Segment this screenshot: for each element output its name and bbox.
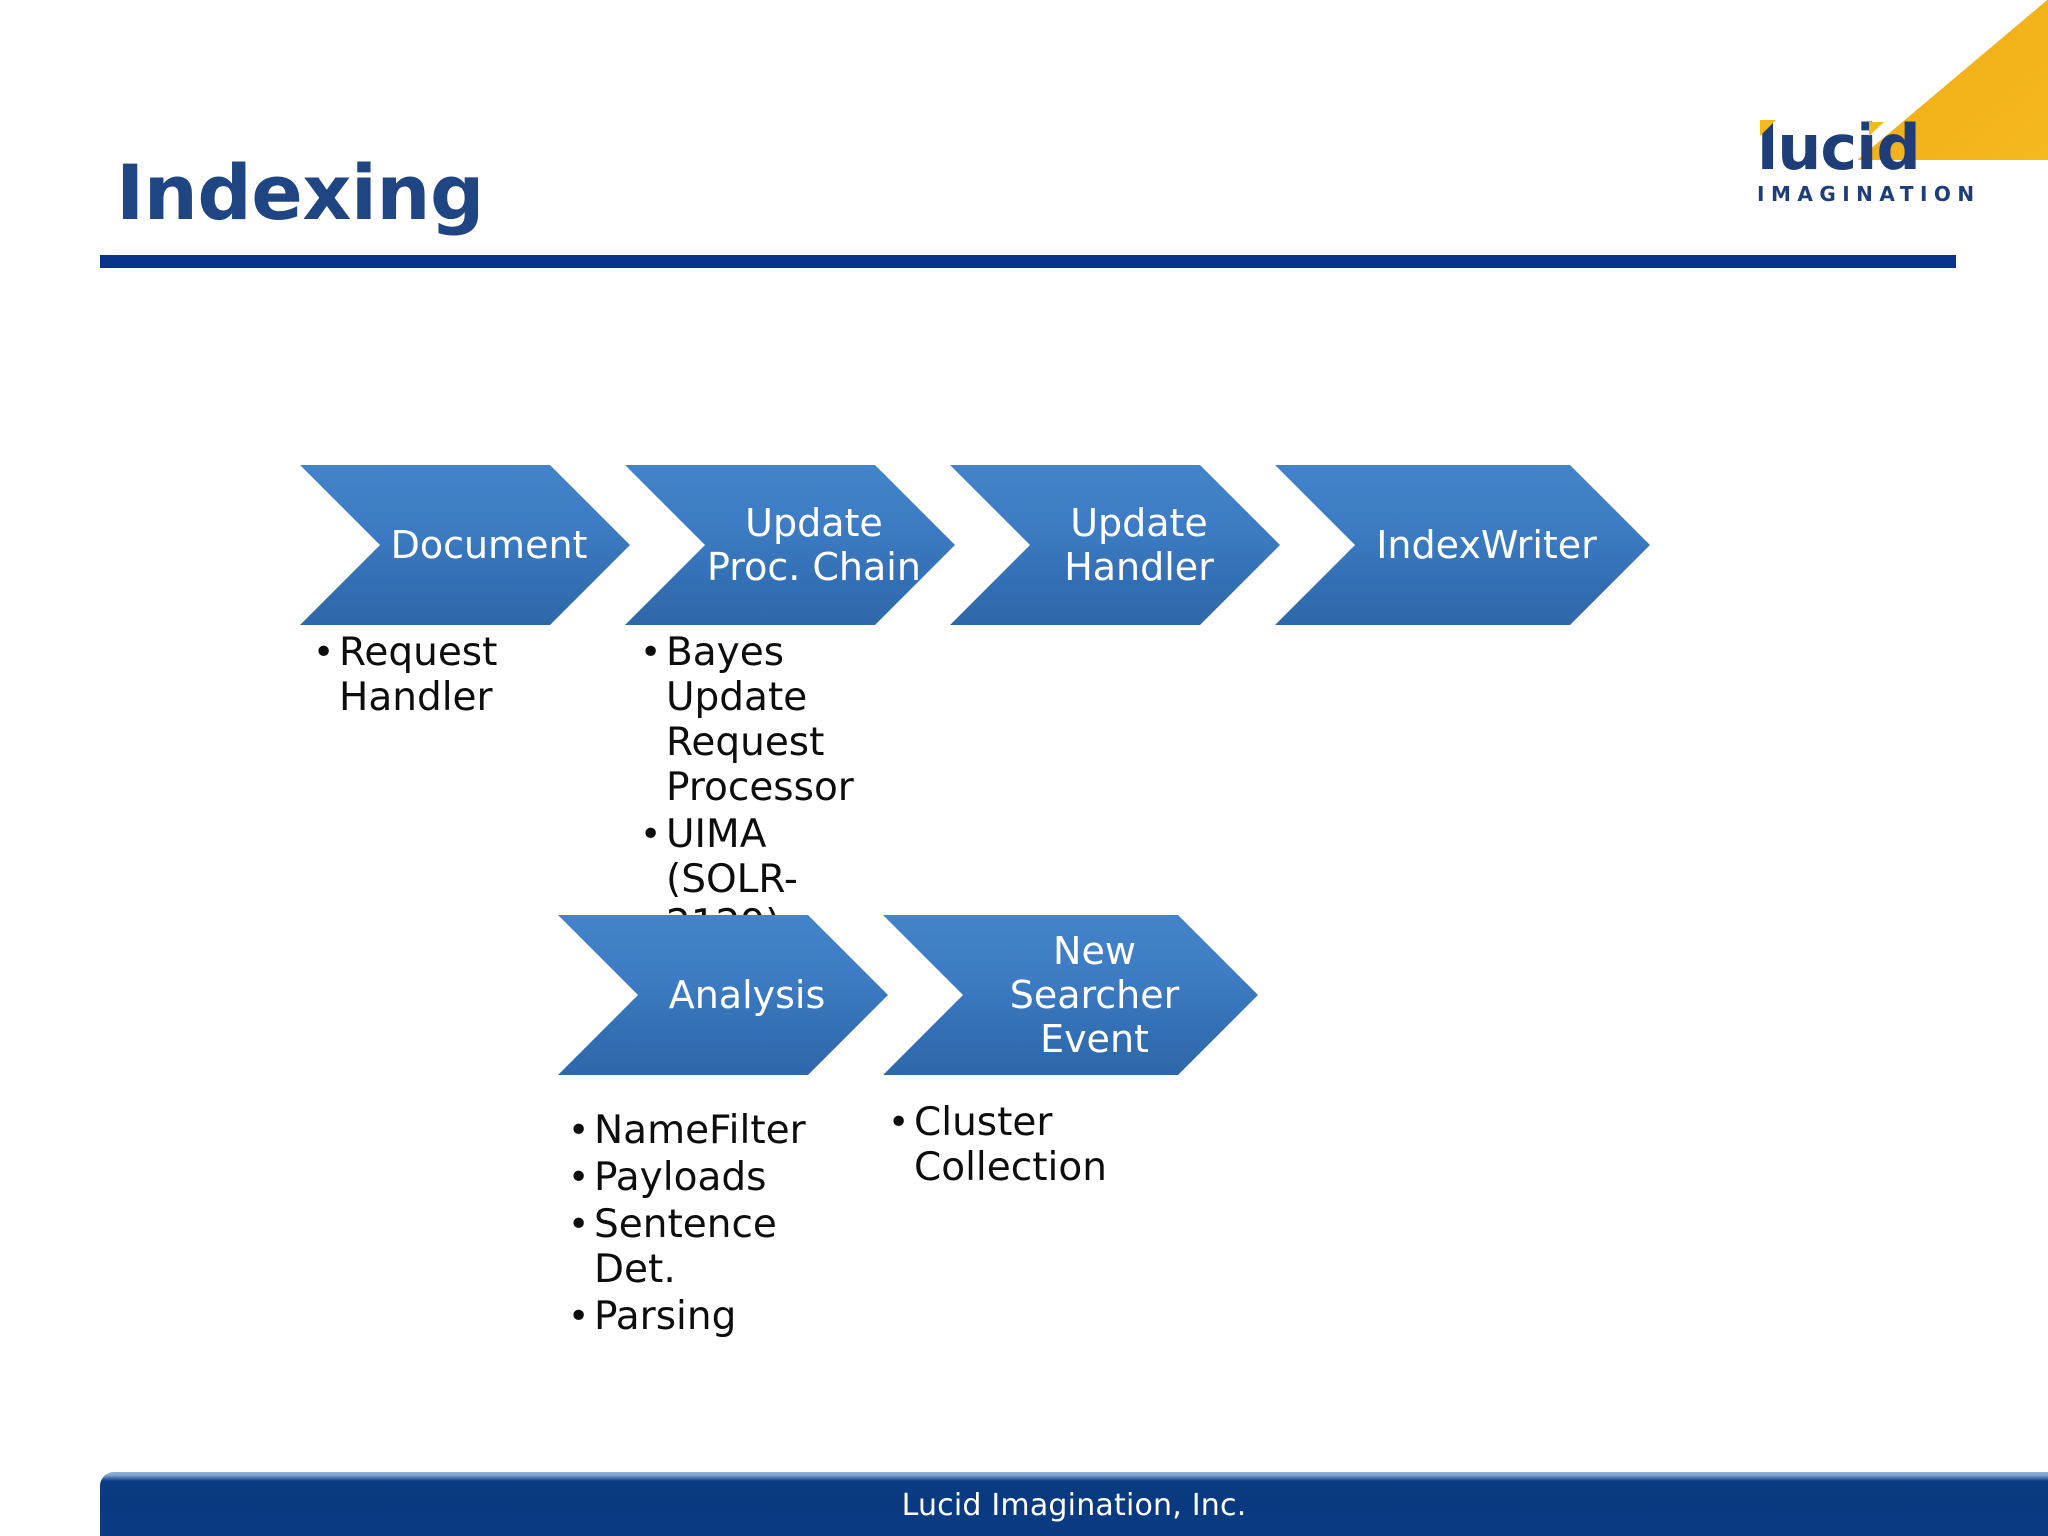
- bullet-list: Cluster Collection: [888, 1100, 1107, 1190]
- pipeline-step-label: Update Proc. Chain: [707, 501, 921, 589]
- pipeline-step-update-proc-chain[interactable]: Update Proc. Chain: [625, 465, 955, 625]
- page-title: Indexing: [116, 148, 484, 237]
- logo-accent-l-icon: [1760, 120, 1776, 136]
- pipeline-step-label: Document: [390, 523, 588, 567]
- bullet-item: Cluster Collection: [888, 1100, 1107, 1190]
- bullet-list: Bayes Update Request Processor UIMA (SOL…: [640, 630, 890, 947]
- logo-wordmark-text: lucid: [1757, 111, 1921, 184]
- pipeline-step-analysis[interactable]: Analysis: [558, 915, 888, 1075]
- bullets-update-proc-chain: Bayes Update Request Processor UIMA (SOL…: [640, 630, 890, 949]
- logo-subtitle: IMAGINATION: [1757, 182, 1981, 206]
- pipeline-step-update-handler[interactable]: Update Handler: [950, 465, 1280, 625]
- pipeline-step-label: Analysis: [668, 973, 826, 1017]
- bullet-list: Request Handler: [313, 630, 623, 720]
- bullet-item: NameFilter: [568, 1108, 868, 1153]
- pipeline-row-1: Document Update Proc. Chain Update Handl…: [300, 465, 1650, 625]
- pipeline-row-2: Analysis New Searcher Event: [558, 915, 1258, 1075]
- bullets-document: Request Handler: [313, 630, 623, 722]
- corner-triangle-decoration: [1858, 0, 2048, 160]
- bullet-item: Parsing: [568, 1294, 868, 1339]
- logo-accent-i-icon: [1869, 122, 1884, 136]
- footer-bar: Lucid Imagination, Inc.: [100, 1472, 2048, 1536]
- bullet-item: Bayes Update Request Processor: [640, 630, 890, 810]
- bullet-list: NameFilter Payloads Sentence Det. Parsin…: [568, 1108, 868, 1339]
- pipeline-step-new-searcher-event[interactable]: New Searcher Event: [883, 915, 1258, 1075]
- bullets-analysis: NameFilter Payloads Sentence Det. Parsin…: [568, 1108, 868, 1341]
- bullet-item: Sentence Det.: [568, 1202, 868, 1292]
- pipeline-step-label: New Searcher Event: [1009, 929, 1180, 1061]
- bullet-item: Request Handler: [313, 630, 623, 720]
- logo-wordmark: lucid: [1757, 117, 1957, 179]
- lucid-imagination-logo: lucid IMAGINATION: [1757, 117, 1981, 207]
- footer-text: Lucid Imagination, Inc.: [901, 1488, 1247, 1523]
- pipeline-step-label: IndexWriter: [1376, 523, 1597, 567]
- bullets-new-searcher-event: Cluster Collection: [888, 1100, 1107, 1192]
- pipeline-step-document[interactable]: Document: [300, 465, 630, 625]
- pipeline-step-indexwriter[interactable]: IndexWriter: [1275, 465, 1650, 625]
- title-underline-rule: [100, 255, 1956, 268]
- pipeline-step-label: Update Handler: [1064, 501, 1214, 589]
- bullet-item: Payloads: [568, 1155, 868, 1200]
